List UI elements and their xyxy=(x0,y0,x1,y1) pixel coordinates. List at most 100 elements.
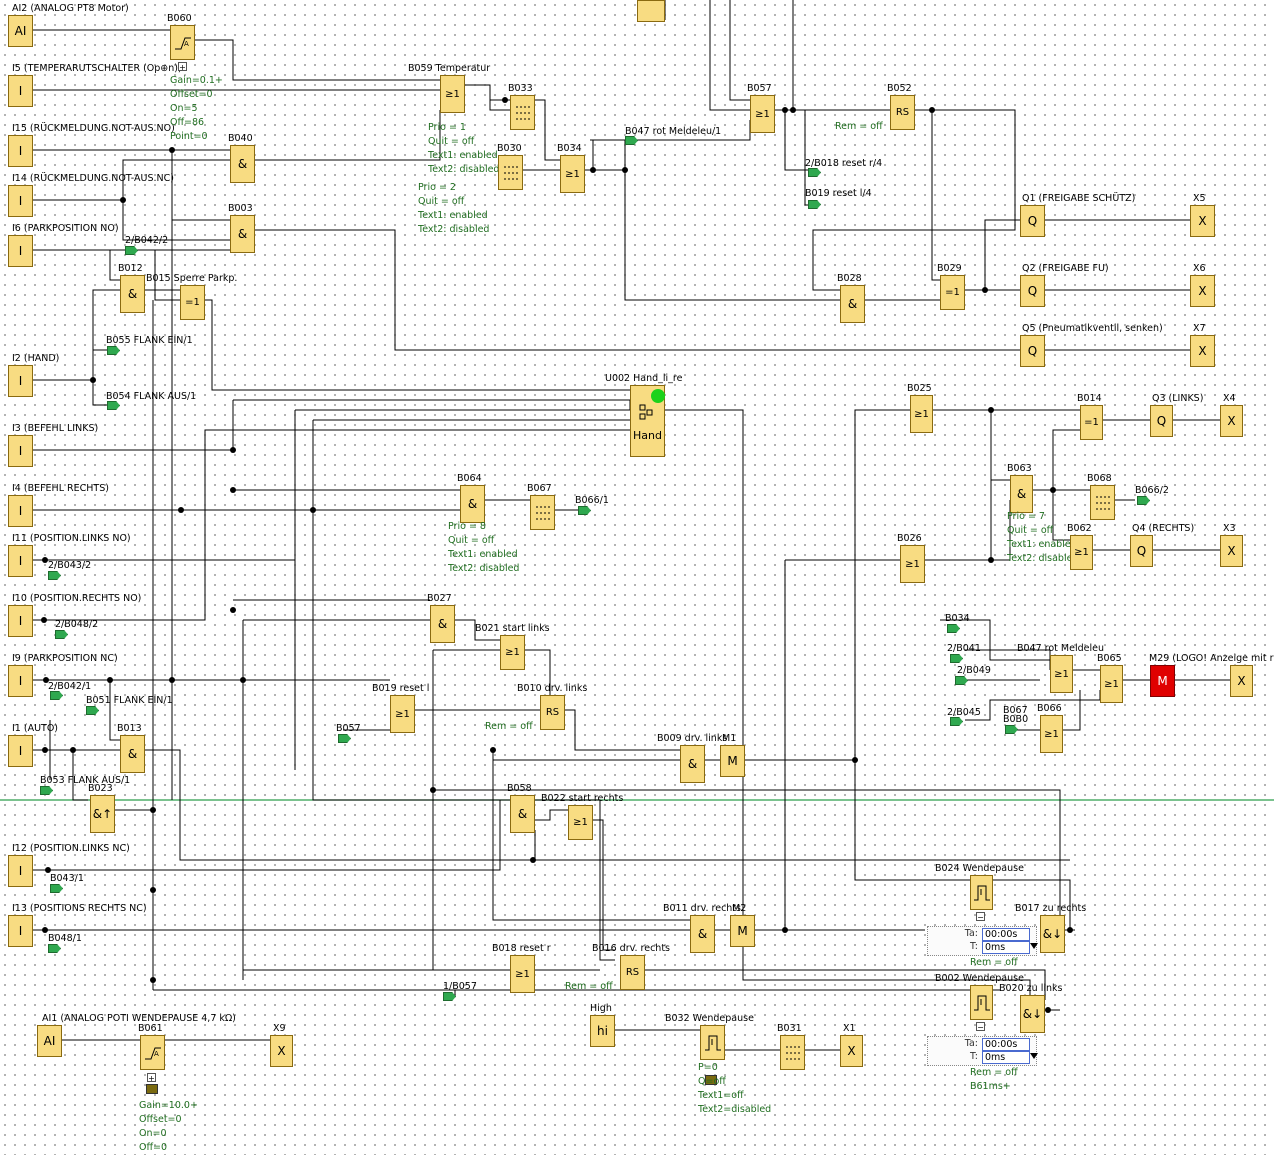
b057-or-block[interactable]: ≥1 xyxy=(750,95,775,133)
i5-input-block[interactable]: I xyxy=(8,75,33,107)
b018-or-block[interactable]: ≥1 xyxy=(510,955,535,993)
t-value-field[interactable]: 0ms xyxy=(982,941,1030,954)
i13-input-block[interactable]: I xyxy=(8,915,33,947)
i3-input-block[interactable]: I xyxy=(8,435,33,467)
m2-marker-block[interactable]: M xyxy=(730,915,755,947)
high-constant-block[interactable]: hi xyxy=(590,1015,615,1047)
b060-analog-threshold-block[interactable]: A xyxy=(170,25,195,60)
b041-flag[interactable] xyxy=(950,654,963,663)
i11-input-block[interactable]: I xyxy=(8,545,33,577)
b067-message-block[interactable] xyxy=(530,495,555,530)
b019-reset-flag[interactable] xyxy=(808,200,821,209)
b026-or-block[interactable]: ≥1 xyxy=(900,545,925,583)
q1-output-block[interactable]: Q xyxy=(1020,205,1045,237)
b024-wendepause-timer-block[interactable] xyxy=(970,875,993,910)
x1-open-connector[interactable]: X xyxy=(840,1035,863,1067)
b043-2-flag[interactable] xyxy=(48,571,61,580)
b055-flag[interactable] xyxy=(107,346,120,355)
b042-2-flag[interactable] xyxy=(125,246,138,255)
b029-xor-block[interactable]: =1 xyxy=(940,275,965,310)
x9-open-connector[interactable]: X xyxy=(270,1035,293,1067)
t-value-field[interactable]: 0ms xyxy=(982,1051,1030,1064)
b009-and-block[interactable]: & xyxy=(680,745,705,783)
b061-analog-threshold-block[interactable]: A xyxy=(140,1035,165,1070)
b025-or-block[interactable]: ≥1 xyxy=(910,395,933,433)
q3-output-block[interactable]: Q xyxy=(1150,405,1173,437)
b032-wendepause-timer-block[interactable] xyxy=(700,1025,725,1060)
i12-input-block[interactable]: I xyxy=(8,855,33,887)
m1-marker-block[interactable]: M xyxy=(720,745,745,777)
b023-edge-and-block[interactable]: &↑ xyxy=(90,795,115,833)
m29-marker-block[interactable]: M xyxy=(1150,665,1175,697)
top-edge-block[interactable] xyxy=(637,0,665,22)
b002-timer-params[interactable]: Ta:00:00s T:0ms xyxy=(927,1036,1038,1066)
b057b-flag[interactable] xyxy=(338,734,351,743)
b022-or-block[interactable]: ≥1 xyxy=(568,805,593,840)
b014-xor-block[interactable]: =1 xyxy=(1080,405,1103,440)
b028-and-block[interactable]: & xyxy=(840,285,865,323)
b018-reset-flag[interactable] xyxy=(808,168,821,177)
b062-or-block[interactable]: ≥1 xyxy=(1070,535,1093,570)
b052-rs-block[interactable]: RS xyxy=(890,95,915,130)
i4-input-block[interactable]: I xyxy=(8,495,33,527)
b015-xor-block[interactable]: =1 xyxy=(180,285,205,320)
i6-input-block[interactable]: I xyxy=(8,235,33,267)
q4-output-block[interactable]: Q xyxy=(1130,535,1153,567)
b002-wendepause-timer-block[interactable] xyxy=(970,985,993,1020)
b031-message-block[interactable] xyxy=(780,1035,805,1070)
b003-and-block[interactable]: & xyxy=(230,215,255,253)
b024-collapse-icon[interactable]: − xyxy=(976,912,985,922)
b013-and-block[interactable]: & xyxy=(120,735,145,773)
x3-open-connector[interactable]: X xyxy=(1220,535,1243,567)
q5-output-block[interactable]: Q xyxy=(1020,335,1045,367)
b011-and-block[interactable]: & xyxy=(690,915,715,953)
ta-value-field[interactable]: 00:00s xyxy=(982,928,1030,941)
b016-rs-block[interactable]: RS xyxy=(620,955,645,990)
b048-2-flag[interactable] xyxy=(55,630,68,639)
i15-input-block[interactable]: I xyxy=(8,135,33,167)
b012-and-block[interactable]: & xyxy=(120,275,145,313)
b068-message-block[interactable] xyxy=(1090,485,1115,520)
b061-expand-icon[interactable]: + xyxy=(147,1073,156,1083)
b067b-flag[interactable] xyxy=(1005,725,1018,734)
dropdown-arrow-icon[interactable] xyxy=(1030,943,1038,949)
b047-connector-flag[interactable] xyxy=(625,136,638,145)
b1057-flag[interactable] xyxy=(443,992,456,1001)
b034-or-block[interactable]: ≥1 xyxy=(560,155,585,193)
b045-flag[interactable] xyxy=(950,717,963,726)
i14-input-block[interactable]: I xyxy=(8,185,33,217)
b027-and-block[interactable]: & xyxy=(430,605,455,643)
x6-open-connector[interactable]: X xyxy=(1190,275,1215,307)
b059-or-block[interactable]: ≥1 xyxy=(440,75,465,113)
b066-2-flag[interactable] xyxy=(1137,496,1150,505)
b060-expand-icon[interactable]: + xyxy=(178,62,187,72)
i1-input-block[interactable]: I xyxy=(8,735,33,767)
b021-or-block[interactable]: ≥1 xyxy=(500,635,525,670)
b024-timer-params[interactable]: Ta:00:00s T:0ms xyxy=(927,926,1038,956)
b048-flag[interactable] xyxy=(48,944,61,953)
b066-1-flag[interactable] xyxy=(578,506,591,515)
x4-open-connector[interactable]: X xyxy=(1220,405,1243,437)
x5-open-connector[interactable]: X xyxy=(1190,205,1215,237)
b054-flag[interactable] xyxy=(107,401,120,410)
b034-flag[interactable] xyxy=(947,624,960,633)
ta-value-field[interactable]: 00:00s xyxy=(982,1038,1030,1051)
b049-flag[interactable] xyxy=(955,676,968,685)
b065-or-block[interactable]: ≥1 xyxy=(1100,665,1123,703)
b058-and-block[interactable]: & xyxy=(510,795,535,833)
i2-input-block[interactable]: I xyxy=(8,365,33,397)
b019-or-block[interactable]: ≥1 xyxy=(390,695,415,733)
b042-1-flag[interactable] xyxy=(50,691,63,700)
b030-message-block[interactable] xyxy=(498,155,523,190)
b064-and-block[interactable]: & xyxy=(460,485,485,523)
x7-open-connector[interactable]: X xyxy=(1190,335,1215,367)
b020-edge-and-block[interactable]: &↓ xyxy=(1020,995,1045,1033)
b017-edge-and-block[interactable]: &↓ xyxy=(1040,915,1065,953)
b033-message-block[interactable] xyxy=(510,95,535,130)
ai2-input-block[interactable]: AI xyxy=(8,15,33,47)
b066-or-block[interactable]: ≥1 xyxy=(1040,715,1063,753)
i9-input-block[interactable]: I xyxy=(8,665,33,697)
b051-flag[interactable] xyxy=(86,706,99,715)
i10-input-block[interactable]: I xyxy=(8,605,33,637)
b047-or-block[interactable]: ≥1 xyxy=(1050,655,1073,693)
